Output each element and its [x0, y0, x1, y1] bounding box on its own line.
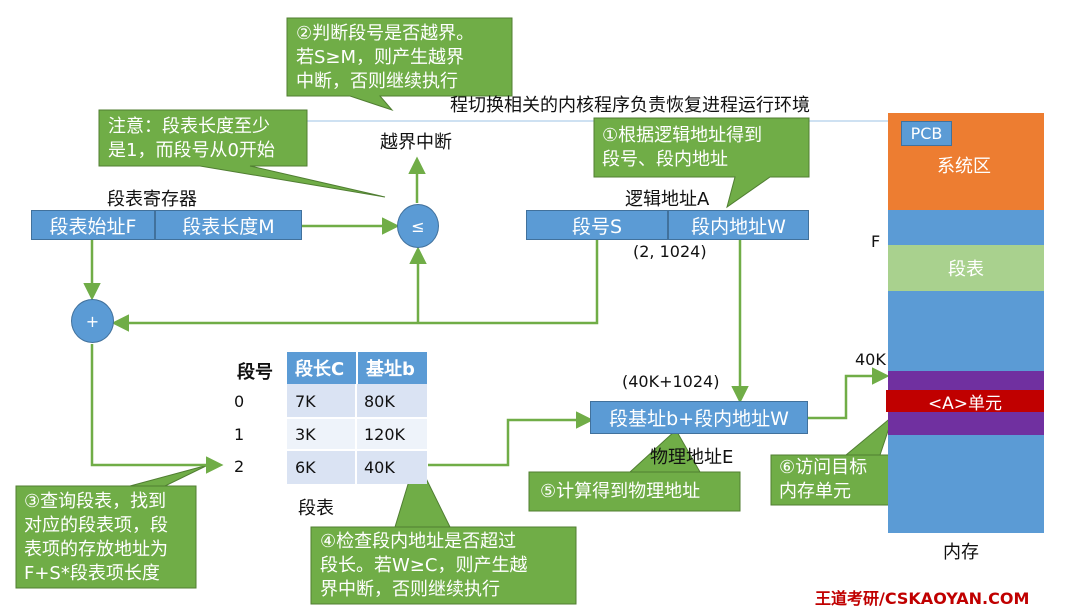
- callout-4-line-2: 段长。若W≥C，则产生越: [320, 555, 528, 576]
- memory-title: 内存: [943, 542, 979, 563]
- memory-40k-label: 40K: [855, 350, 886, 369]
- callout-1-line-1: ①根据逻辑地址得到: [602, 125, 763, 146]
- compare-node: ≤: [397, 204, 439, 248]
- segment-register-title: 段表寄存器: [107, 189, 197, 210]
- arrow-adder-to-table: [90, 344, 224, 474]
- table-row-0-length: 7K: [295, 391, 316, 411]
- callout-2-line-1: ②判断段号是否越界。: [296, 23, 475, 44]
- callout-3-line-1: ③查询段表，找到: [24, 491, 167, 512]
- callout-4-line-1: ④检查段内地址是否超过: [320, 531, 517, 552]
- memory-target-unit: <A>单元: [886, 390, 1044, 414]
- callout-6-line-2: 内存单元: [779, 481, 851, 502]
- callout-6-line-1: ⑥访问目标: [779, 457, 868, 478]
- table-row-1-seg: 1: [234, 425, 245, 444]
- callout-6-text: ⑥访问目标 内存单元: [779, 456, 867, 504]
- table-row-1-length: 3K: [295, 424, 316, 444]
- callout-2-shape: [286, 17, 513, 112]
- logical-address-title: 逻辑地址A: [625, 189, 710, 210]
- segment-table-length-field: 段表长度M: [155, 210, 302, 240]
- callout-3-line-3: 表项的存放地址为: [24, 539, 168, 560]
- table-header-base: 基址b: [356, 352, 427, 384]
- callout-4-text: ④检查段内地址是否超过 段长。若W≥C，则产生越 界中断，否则继续执行: [320, 530, 527, 602]
- adder-node: +: [71, 299, 114, 343]
- segment-table-start-field: 段表始址F: [31, 210, 155, 240]
- callout-5-shape: [528, 429, 741, 512]
- table-header-length: 段长C: [287, 352, 356, 384]
- memory-f-label: F: [871, 232, 881, 251]
- callout-1-text: ①根据逻辑地址得到 段号、段内地址: [602, 124, 762, 172]
- table-header-seg-no: 段号: [237, 362, 273, 383]
- physical-address-box: 段基址b+段内地址W: [590, 401, 808, 434]
- callout-3-line-4: F+S*段表项长度: [24, 563, 160, 584]
- callout-3-text: ③查询段表，找到 对应的段表项，段 表项的存放地址为 F+S*段表项长度: [24, 490, 168, 586]
- memory-pcb-block: PCB: [901, 121, 952, 146]
- logical-offset-field: 段内地址W: [668, 210, 809, 240]
- note-line-1: 注意：段表长度至少: [108, 116, 270, 137]
- note-callout-shape: [98, 109, 386, 198]
- callout-5-line-1: ⑤计算得到物理地址: [540, 481, 701, 502]
- arrow-physical-to-memory: [808, 367, 890, 420]
- watermark: 王道考研/CSKAOYAN.COM: [815, 589, 1030, 608]
- table-row-2-seg: 2: [234, 457, 245, 476]
- callout-1-line-2: 段号、段内地址: [602, 149, 728, 170]
- note-line-2: 是1，而段号从0开始: [108, 140, 275, 161]
- callout-3-shape: [15, 464, 209, 589]
- overflow-label: 越界中断: [380, 132, 452, 153]
- note-callout-text: 注意：段表长度至少 是1，而段号从0开始: [108, 115, 275, 163]
- callout-2-text: ②判断段号是否越界。 若S≥M，则产生越界 中断，否则继续执行: [296, 22, 474, 94]
- memory-system-area-label: 系统区: [937, 156, 991, 177]
- table-row-0-seg: 0: [234, 392, 245, 411]
- segment-table-caption: 段表: [298, 498, 334, 519]
- callout-5-text: ⑤计算得到物理地址: [540, 480, 700, 504]
- table-row-2-base: 40K: [364, 457, 395, 477]
- physical-address-example: (40K+1024): [622, 372, 720, 391]
- callout-3-line-2: 对应的段表项，段: [24, 515, 168, 536]
- callout-2-line-2: 若S≥M，则产生越界: [296, 47, 465, 68]
- callout-1-shape: [593, 117, 810, 209]
- physical-address-title: 物理地址E: [650, 447, 734, 468]
- table-row-1-base: 120K: [364, 424, 406, 444]
- callout-4-line-3: 界中断，否则继续执行: [320, 579, 500, 600]
- logical-address-example: (2, 1024): [633, 242, 707, 261]
- callout-4-shape: [310, 456, 577, 605]
- header-text: 程切换相关的内核程序负责恢复进程运行环境: [450, 95, 810, 116]
- table-row-2-length: 6K: [295, 457, 316, 477]
- arrow-base-to-physical: [428, 411, 594, 467]
- arrow-seg-to-adder: [111, 240, 599, 332]
- table-row-0-base: 80K: [364, 391, 395, 411]
- logical-seg-field: 段号S: [526, 210, 668, 240]
- callout-2-line-3: 中断，否则继续执行: [296, 71, 458, 92]
- memory-segment-table-block: 段表: [888, 245, 1044, 291]
